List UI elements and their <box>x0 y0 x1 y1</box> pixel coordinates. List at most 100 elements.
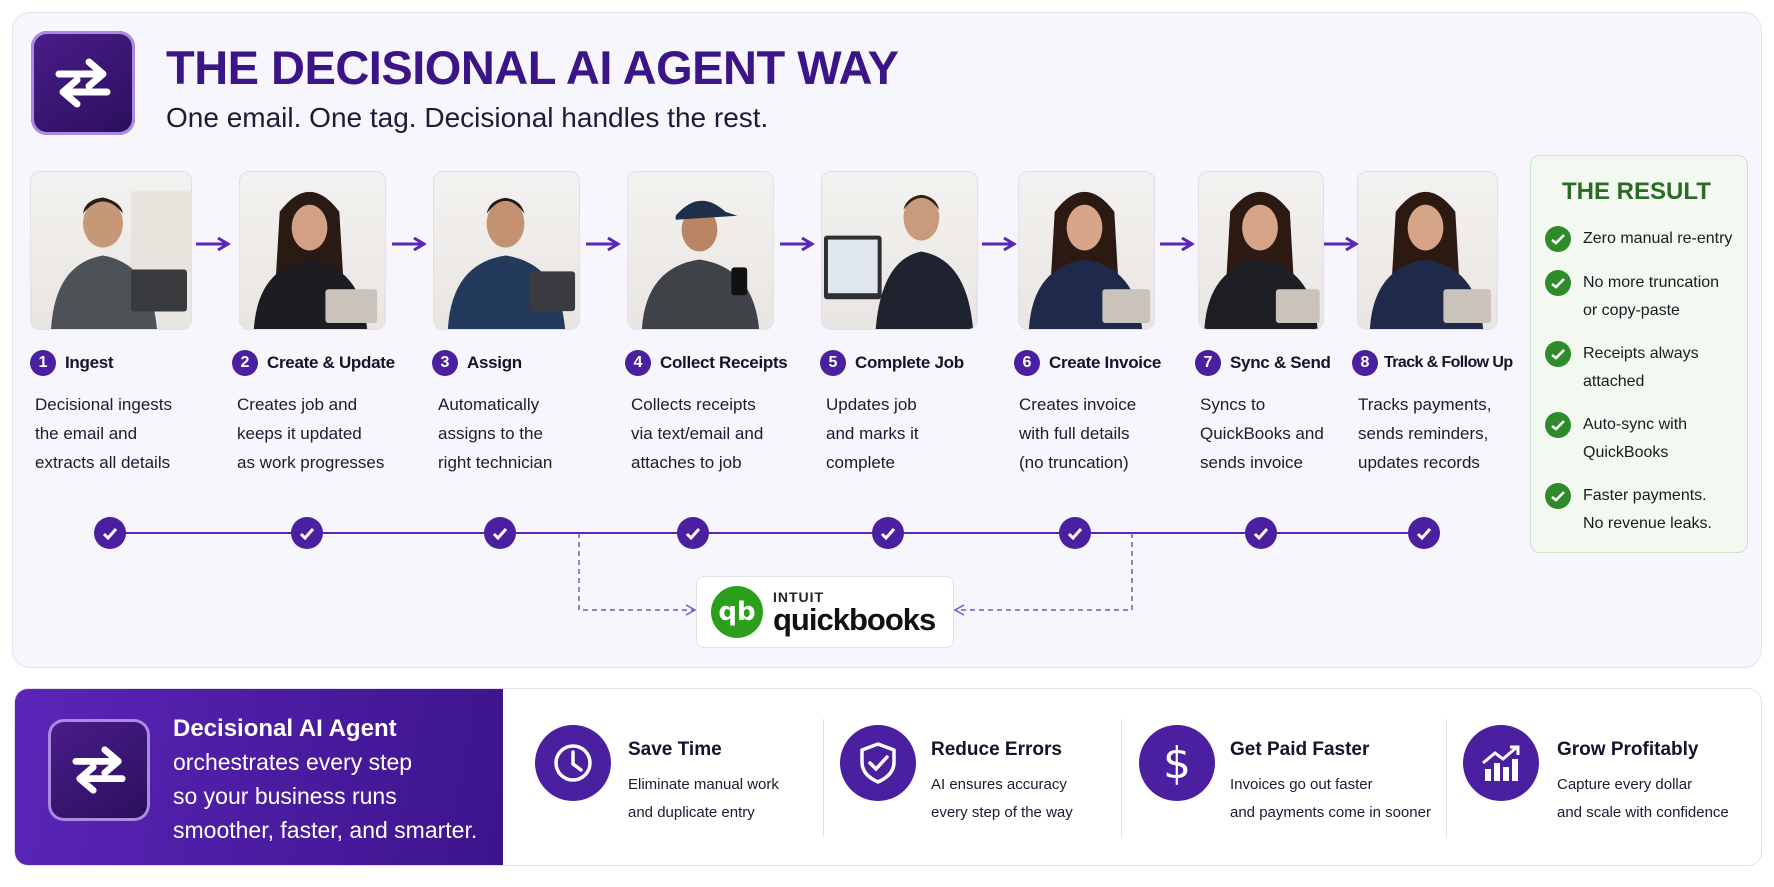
desc-line: Eliminate manual work <box>628 776 779 793</box>
result-item: Receipts always attached <box>1545 341 1699 396</box>
result-text: Auto-sync with <box>1583 416 1688 433</box>
page-subtitle: One email. One tag. Decisional handles t… <box>166 102 769 133</box>
step-1-photo <box>30 171 192 330</box>
quickbooks-brand-name: quickbooks <box>773 602 936 637</box>
desc-line: Creates invoice <box>1019 395 1137 414</box>
divider <box>1446 719 1447 837</box>
desc-line: Updates job <box>826 395 917 414</box>
desc-line: keeps it updated <box>237 424 362 443</box>
green-check-icon <box>1545 226 1571 252</box>
result-text: QuickBooks <box>1583 444 1669 461</box>
divider <box>823 719 824 837</box>
desc-line: attaches to job <box>631 453 742 472</box>
step-7-heading: 7 Sync & Send <box>1195 350 1331 376</box>
desc-line: right technician <box>438 453 553 472</box>
divider <box>1121 719 1122 837</box>
timeline-check-icon <box>1059 517 1091 549</box>
page-title: THE DECISIONAL AI AGENT WAY <box>166 41 899 94</box>
agent-callout-title: Decisional AI Agent <box>173 715 397 742</box>
result-text: attached <box>1583 373 1645 390</box>
step-7-photo <box>1198 171 1324 330</box>
timeline-check-icon <box>677 517 709 549</box>
result-text: Receipts always <box>1583 345 1699 362</box>
green-check-icon <box>1545 483 1571 509</box>
growth-chart-icon <box>1463 725 1539 801</box>
timeline-check-icon <box>1408 517 1440 549</box>
shield-check-icon <box>840 725 916 801</box>
arrow-right-icon <box>586 236 621 252</box>
desc-line: (no truncation) <box>1019 453 1129 472</box>
arrow-right-icon <box>196 236 231 252</box>
step-number: 7 <box>1195 350 1221 376</box>
desc-line: complete <box>826 453 895 472</box>
step-number: 4 <box>625 350 651 376</box>
desc-line: and scale with confidence <box>1557 804 1729 821</box>
step-title: Assign <box>467 353 522 372</box>
dollar-icon: $ <box>1139 725 1215 801</box>
desc-line: Invoices go out faster <box>1230 776 1373 793</box>
step-number: 5 <box>820 350 846 376</box>
result-text: Faster payments. <box>1583 487 1707 504</box>
green-check-icon <box>1545 341 1571 367</box>
step-title: Sync & Send <box>1230 353 1331 372</box>
desc-line: Decisional ingests <box>35 395 173 414</box>
result-text: Zero manual re-entry <box>1583 230 1733 247</box>
quickbooks-logo-icon: qb <box>711 586 763 638</box>
feature-description: Eliminate manual work and duplicate entry <box>628 771 779 827</box>
desc-line: Automatically <box>438 395 540 414</box>
quickbooks-badge: qb INTUIT quickbooks <box>696 576 954 648</box>
step-8-description: Tracks payments, sends reminders, updates … <box>1358 390 1492 477</box>
agent-callout-line: orchestrates every step <box>173 749 413 775</box>
swap-arrows-icon <box>72 746 126 794</box>
step-2-photo <box>239 171 386 330</box>
step-title: Complete Job <box>855 353 964 372</box>
feature-title: Grow Profitably <box>1557 739 1699 760</box>
clock-icon <box>535 725 611 801</box>
feature-title: Get Paid Faster <box>1230 739 1370 760</box>
desc-line: Creates job and <box>237 395 358 414</box>
agent-callout: Decisional AI Agent orchestrates every s… <box>15 689 503 865</box>
step-number: 6 <box>1014 350 1040 376</box>
desc-line: and payments come in sooner <box>1230 804 1431 821</box>
quickbooks-brand-top: INTUIT <box>773 589 825 605</box>
green-check-icon <box>1545 412 1571 438</box>
result-text: No more truncation <box>1583 274 1720 291</box>
timeline-check-icon <box>1245 517 1277 549</box>
desc-line: sends reminders, <box>1358 424 1489 443</box>
step-title: Collect Receipts <box>660 353 788 372</box>
timeline-check-icon <box>94 517 126 549</box>
step-title: Create Invoice <box>1049 353 1162 372</box>
desc-line: every step of the way <box>931 804 1073 821</box>
result-item: Faster payments.No revenue leaks. <box>1545 483 1712 538</box>
step-1-heading: 1 Ingest <box>30 350 114 376</box>
step-5-photo <box>821 171 978 330</box>
swap-arrows-icon <box>55 58 111 108</box>
step-6-description: Creates invoice with full details (no trun… <box>1019 390 1136 477</box>
decisional-logo <box>48 719 150 821</box>
arrow-right-icon <box>392 236 427 252</box>
step-title: Ingest <box>65 353 114 372</box>
desc-line: Tracks payments, <box>1358 395 1492 414</box>
desc-line: with full details <box>1019 424 1130 443</box>
step-title: Create & Update <box>267 353 395 372</box>
desc-line: via text/email and <box>631 424 764 443</box>
step-number: 1 <box>30 350 56 376</box>
desc-line: Syncs to <box>1200 395 1266 414</box>
desc-line: and duplicate entry <box>628 804 755 821</box>
agent-callout-line: so your business runs <box>173 783 397 809</box>
step-title: Track & Follow Up <box>1384 354 1513 371</box>
desc-line: updates records <box>1358 453 1480 472</box>
result-title: THE RESULT <box>1562 178 1711 205</box>
desc-line: Collects receipts <box>631 395 756 414</box>
arrow-right-icon <box>1160 236 1195 252</box>
desc-line: the email and <box>35 424 138 443</box>
benefits-banner: Decisional AI Agent orchestrates every s… <box>14 688 1762 866</box>
